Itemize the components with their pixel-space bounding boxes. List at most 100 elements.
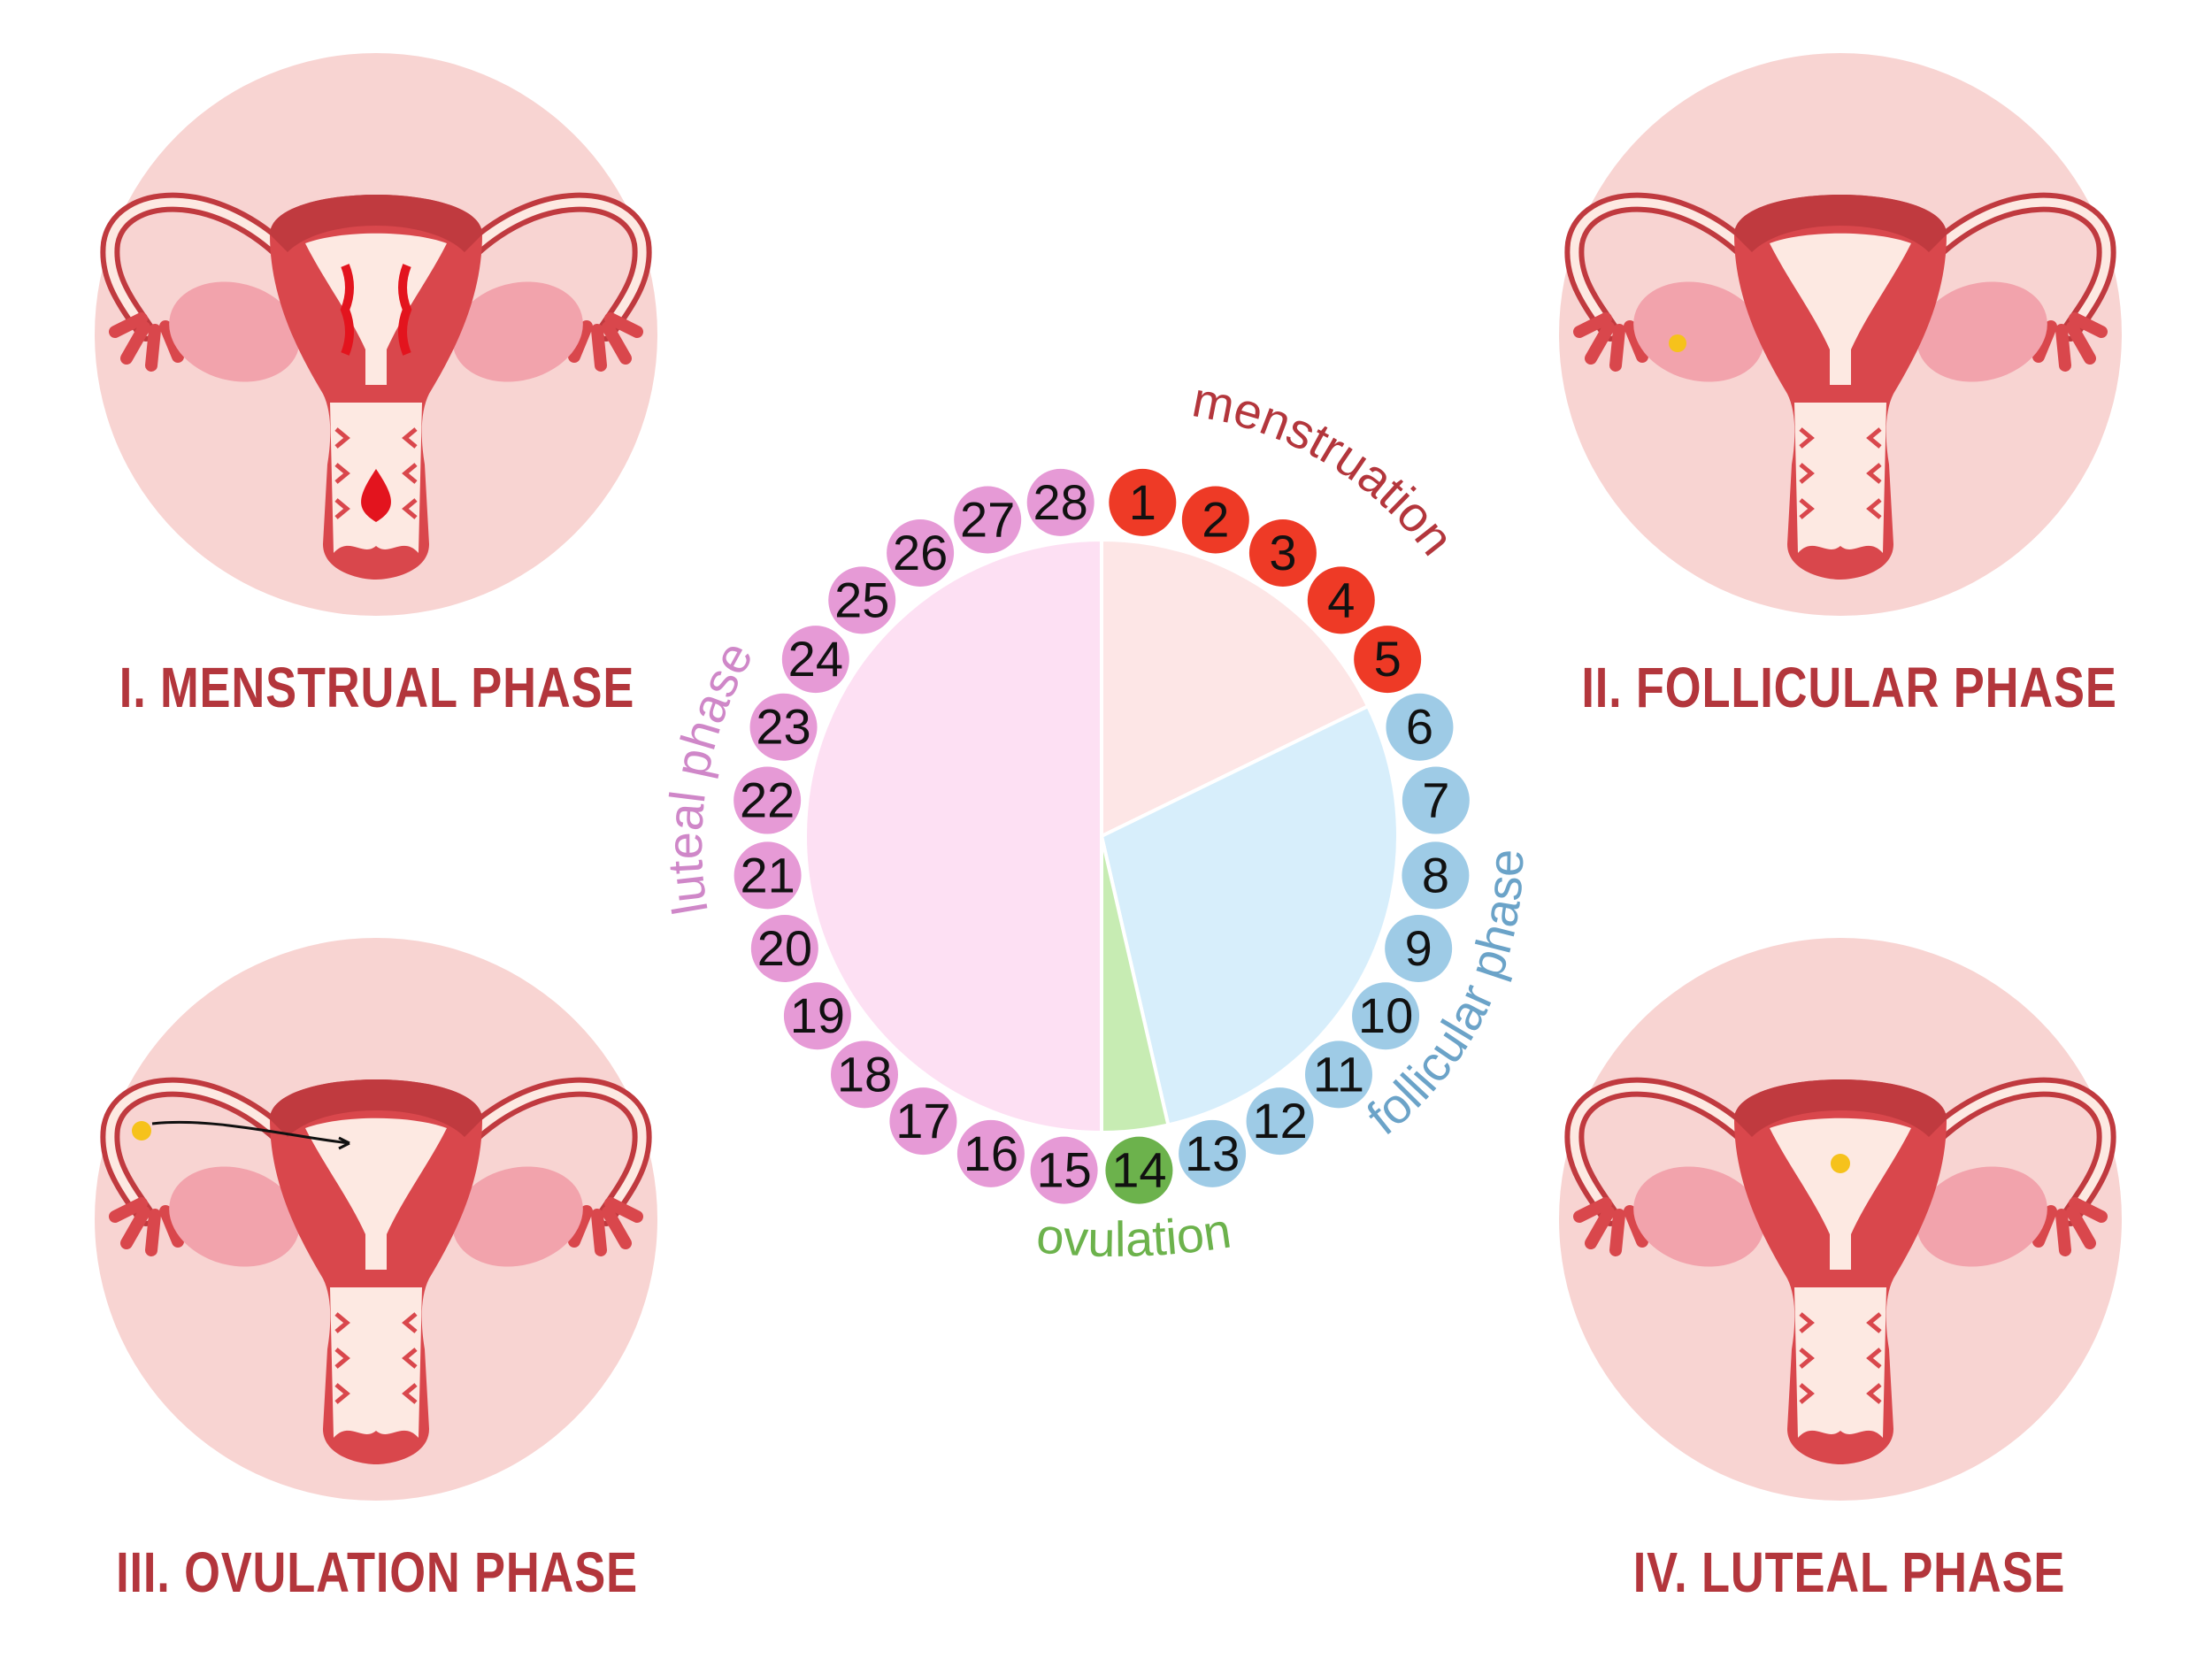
phase-2-badge <box>1559 53 2122 616</box>
day-circle <box>954 486 1022 554</box>
phase-3-title: III. OVULATION PHASE <box>116 1540 638 1604</box>
day-11: 11 <box>1305 1041 1373 1109</box>
sector-follicular <box>1099 703 1400 1127</box>
day-number: 15 <box>1036 1142 1091 1198</box>
day-19: 19 <box>783 982 851 1050</box>
day-number: 10 <box>1358 987 1413 1043</box>
day-number: 18 <box>837 1046 892 1102</box>
day-circle <box>1179 1119 1247 1187</box>
day-22: 22 <box>733 766 802 834</box>
day-number: 11 <box>1313 1046 1364 1102</box>
day-circle <box>783 982 851 1050</box>
day-circle <box>1307 566 1375 634</box>
phase-4-badge <box>1559 938 2122 1501</box>
day-17: 17 <box>889 1087 957 1156</box>
day-14: 14 <box>1105 1136 1173 1204</box>
day-circle <box>733 766 802 834</box>
day-circle <box>889 1087 957 1156</box>
day-circle <box>1109 468 1177 536</box>
day-8: 8 <box>1402 841 1470 910</box>
day-number: 3 <box>1269 525 1296 580</box>
day-number: 27 <box>960 491 1015 547</box>
day-number: 7 <box>1422 772 1449 828</box>
day-15: 15 <box>1030 1136 1098 1204</box>
day-number: 26 <box>893 525 948 580</box>
day-number: 21 <box>740 847 795 902</box>
day-circle <box>1402 841 1470 910</box>
blood-drop-icon <box>361 469 391 522</box>
day-7: 7 <box>1402 766 1470 834</box>
day-4: 4 <box>1307 566 1375 634</box>
day-circle <box>956 1119 1025 1187</box>
day-circle <box>1305 1041 1373 1109</box>
day-number: 8 <box>1422 847 1449 902</box>
day-23: 23 <box>749 693 818 761</box>
day-circle <box>733 841 802 910</box>
day-number: 22 <box>740 772 795 828</box>
day-number: 19 <box>790 987 845 1043</box>
egg-icon <box>132 1121 151 1141</box>
day-circle <box>1030 1136 1098 1204</box>
day-number: 4 <box>1327 572 1355 627</box>
day-circle <box>1026 468 1094 536</box>
day-5: 5 <box>1354 626 1422 694</box>
day-9: 9 <box>1385 914 1453 982</box>
day-circle <box>1402 766 1470 834</box>
phase-3-badge <box>95 938 657 1501</box>
day-25: 25 <box>828 566 896 634</box>
day-number: 1 <box>1129 474 1156 530</box>
egg-path-arrow-icon <box>151 1120 350 1145</box>
day-circle <box>1248 518 1317 587</box>
sector-menstruation <box>1100 537 1371 840</box>
day-number: 5 <box>1374 631 1402 687</box>
day-13: 13 <box>1179 1119 1247 1187</box>
day-circle <box>749 693 818 761</box>
day-6: 6 <box>1386 693 1454 761</box>
day-12: 12 <box>1246 1087 1314 1156</box>
implanted-egg-icon <box>1831 1154 1850 1173</box>
day-circle <box>781 626 849 694</box>
day-circle <box>1246 1087 1314 1156</box>
day-number: 9 <box>1405 920 1432 976</box>
day-18: 18 <box>830 1041 898 1109</box>
day-circle <box>1181 486 1249 554</box>
day-26: 26 <box>887 518 955 587</box>
day-circle <box>750 914 818 982</box>
day-circle <box>1105 1136 1173 1204</box>
day-number: 6 <box>1406 699 1433 755</box>
day-number: 20 <box>757 920 812 976</box>
day-20: 20 <box>750 914 818 982</box>
phase-sectors <box>803 537 1400 1135</box>
day-number: 13 <box>1185 1125 1240 1181</box>
day-number: 25 <box>834 572 889 627</box>
day-3: 3 <box>1248 518 1317 587</box>
day-16: 16 <box>956 1119 1025 1187</box>
day-circle <box>1352 982 1420 1050</box>
day-circle <box>1354 626 1422 694</box>
day-2: 2 <box>1181 486 1249 554</box>
day-number: 12 <box>1252 1093 1307 1148</box>
day-circle <box>1386 693 1454 761</box>
day-circle <box>1385 914 1453 982</box>
phase-1-badge <box>95 53 657 616</box>
day-number: 28 <box>1033 474 1088 530</box>
egg-icon <box>1669 334 1686 352</box>
ovulation-label: ovulation <box>1034 1202 1234 1267</box>
day-circle <box>887 518 955 587</box>
phase-2-title: II. FOLLICULAR PHASE <box>1581 656 2117 719</box>
day-circle <box>828 566 896 634</box>
sector-luteal <box>803 537 1103 1135</box>
day-24: 24 <box>781 626 849 694</box>
day-1: 1 <box>1109 468 1177 536</box>
day-27: 27 <box>954 486 1022 554</box>
phase-1-title: I. MENSTRUAL PHASE <box>119 656 635 719</box>
day-28: 28 <box>1026 468 1094 536</box>
day-number: 17 <box>895 1093 950 1148</box>
day-number: 14 <box>1111 1142 1166 1198</box>
day-number: 16 <box>964 1125 1018 1181</box>
day-21: 21 <box>733 841 802 910</box>
shedding-lining <box>340 264 412 356</box>
